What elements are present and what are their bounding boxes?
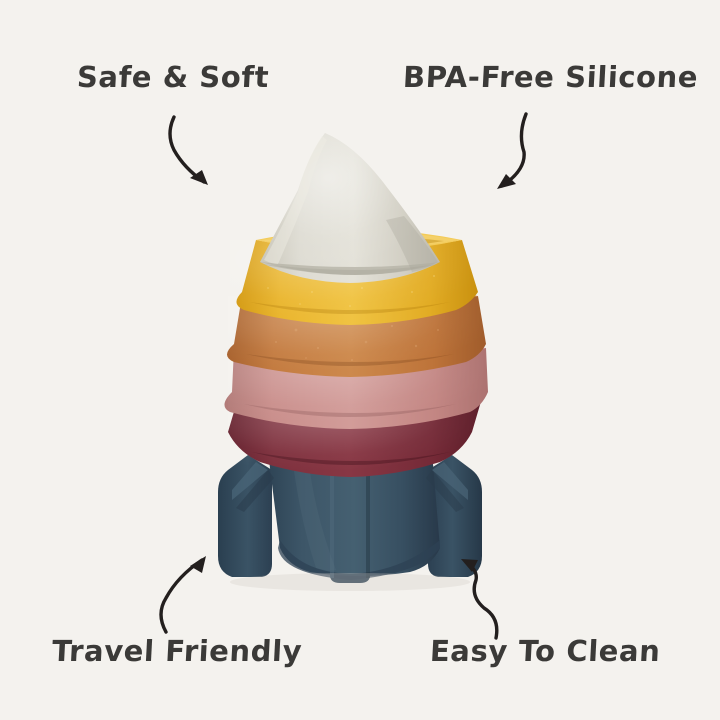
callout-label-bpa-free: BPA-Free Silicone [402, 60, 700, 94]
callout-label-easy-to-clean: Easy To Clean [429, 634, 662, 668]
nose-cone-cream [260, 133, 440, 283]
callout-label-travel-friendly: Travel Friendly [51, 634, 304, 668]
callout-label-safe-soft: Safe & Soft [76, 60, 271, 94]
rocket-base-navy [218, 444, 482, 583]
